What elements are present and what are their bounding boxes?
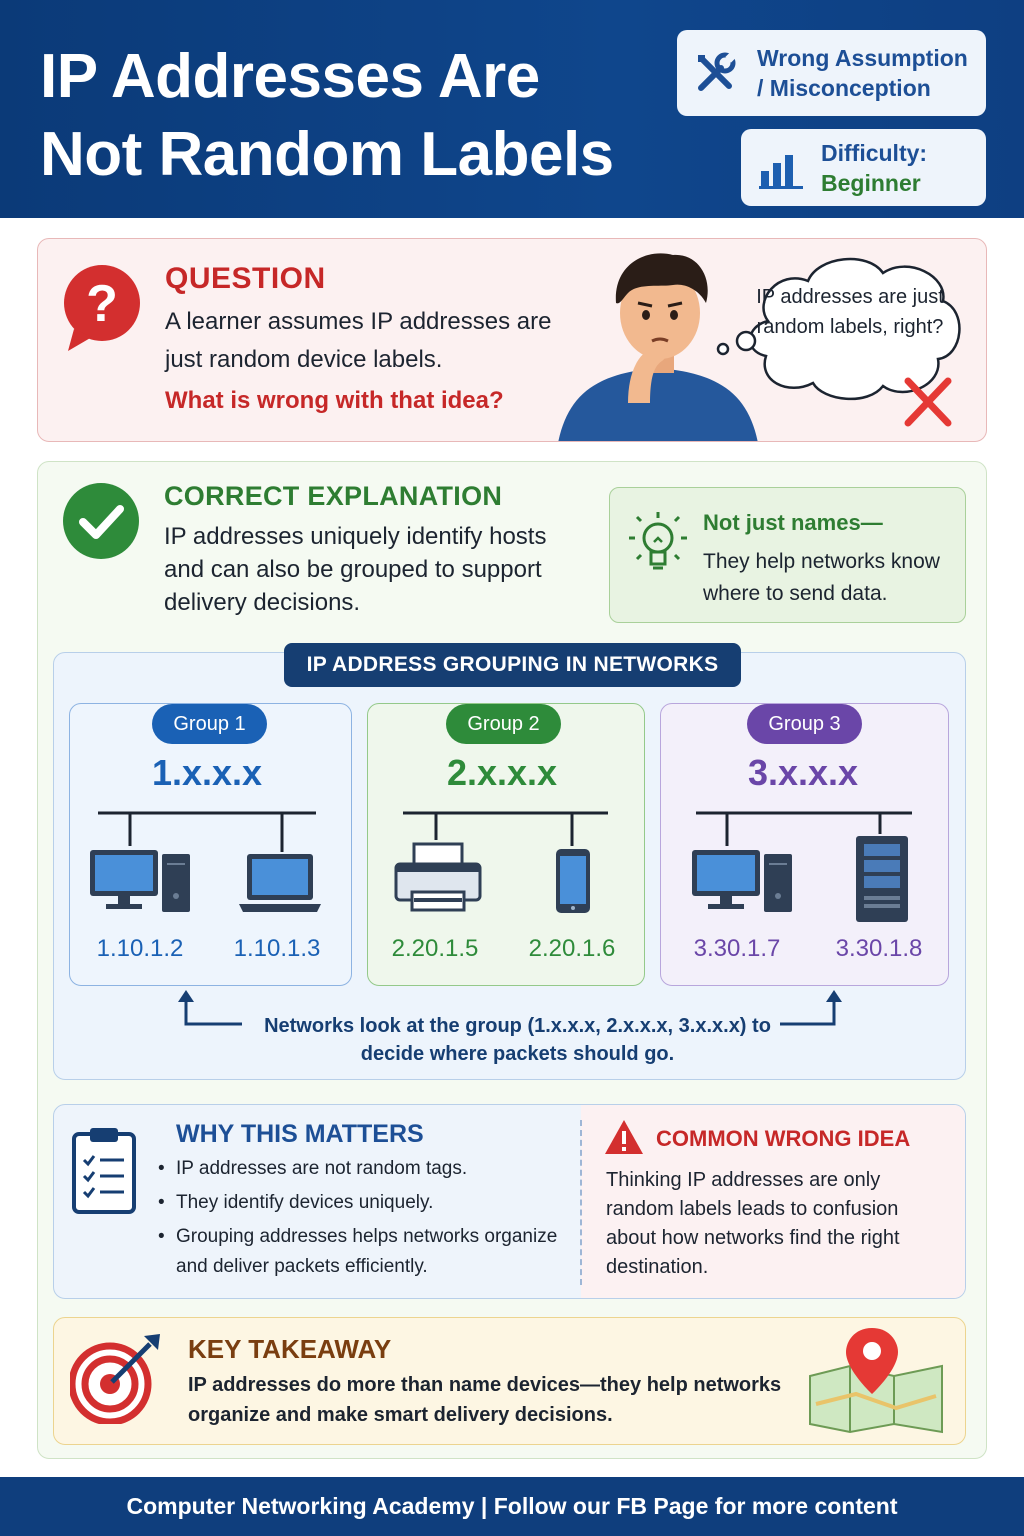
explanation-heading: CORRECT EXPLANATION [164,481,503,511]
title-line-1: IP Addresses Are [40,42,540,111]
wrong-idea-section [581,1105,965,1298]
why-matters-heading: WHY THIS MATTERS [176,1120,424,1148]
host-ip: 1.10.1.2 [96,935,184,962]
host-ip: 2.20.1.6 [528,935,616,962]
list-item: IP addresses are not random tags. [158,1154,568,1184]
difficulty-value: Beginner [821,169,921,196]
section-divider [580,1120,582,1285]
list-item: They identify devices uniquely. [158,1188,568,1218]
routing-arrows [178,990,842,1026]
warning-triangle-icon [605,1120,643,1154]
laptop-icon [239,854,321,912]
footer: Computer Networking Academy | Follow our… [0,1477,1024,1536]
clipboard-checklist-icon [72,1128,136,1214]
group-2-network: 2.x.x.x [446,752,558,793]
thought-cloud [716,257,961,427]
svg-text:?: ? [86,275,118,333]
check-circle-icon [63,483,139,559]
group-1-label: Group 1 [152,704,267,744]
printer-icon [394,842,482,912]
thinking-person-illustration [558,253,758,441]
server-icon [856,836,908,922]
group-card-1 [69,703,352,986]
host-ip: 3.30.1.7 [693,935,781,962]
difficulty-label: Difficulty: [821,139,928,166]
host-ip: 3.30.1.8 [835,935,923,962]
target-icon [70,1334,160,1424]
key-takeaway-body: IP addresses do more than name devices—t… [188,1374,782,1426]
lightbulb-icon [629,512,687,570]
category-line-2: / Misconception [757,75,931,101]
smartphone-icon [556,849,590,913]
tools-icon [698,51,737,91]
question-ask: What is wrong with that idea? [165,387,504,414]
host-ip: 2.20.1.5 [391,935,479,962]
bar-chart-icon [759,155,803,189]
thought-bubble-text: IP addresses are just random labels, rig… [756,286,944,338]
category-line-1: Wrong Assumption [757,45,968,71]
explanation-body: IP addresses uniquely identify hosts and… [164,523,547,616]
desktop-computer-icon [692,850,792,912]
wrong-idea-heading: COMMON WRONG IDEA [656,1126,911,1151]
tip-box [609,487,966,623]
difficulty-badge: Difficulty: Beginner [741,129,986,206]
grouping-note: Networks look at the group (1.x.x.x, 2.x… [264,1015,771,1065]
tip-title: Not just names— [703,510,883,535]
page-title: IP Addresses Are Not Random Labels [40,38,680,194]
key-takeaway-heading: KEY TAKEAWAY [188,1334,392,1364]
category-badge: Wrong Assumption / Misconception [677,30,986,116]
group-2-label: Group 2 [446,704,561,744]
question-body: A learner assumes IP addresses are just … [165,308,552,373]
desktop-computer-icon [90,850,190,912]
group-1-network: 1.x.x.x [151,752,263,793]
list-item: Grouping addresses helps networks organi… [158,1222,568,1282]
group-3-network: 3.x.x.x [747,752,859,793]
group-card-3 [660,703,949,986]
question-panel: ? [37,238,987,442]
title-line-2: Not Random Labels [40,120,614,189]
why-matters-list: IP addresses are not random tags. They i… [158,1154,568,1286]
host-ip: 1.10.1.3 [233,935,321,962]
grouping-title: IP ADDRESS GROUPING IN NETWORKS [284,643,741,687]
wrong-idea-body: Thinking IP addresses are only random la… [606,1169,900,1278]
group-3-label: Group 3 [747,704,862,744]
tip-body: They help networks know where to send da… [703,550,940,605]
question-heading: QUESTION [165,262,326,295]
question-bubble-icon: ? [64,265,140,351]
map-pin-icon [809,1328,943,1434]
